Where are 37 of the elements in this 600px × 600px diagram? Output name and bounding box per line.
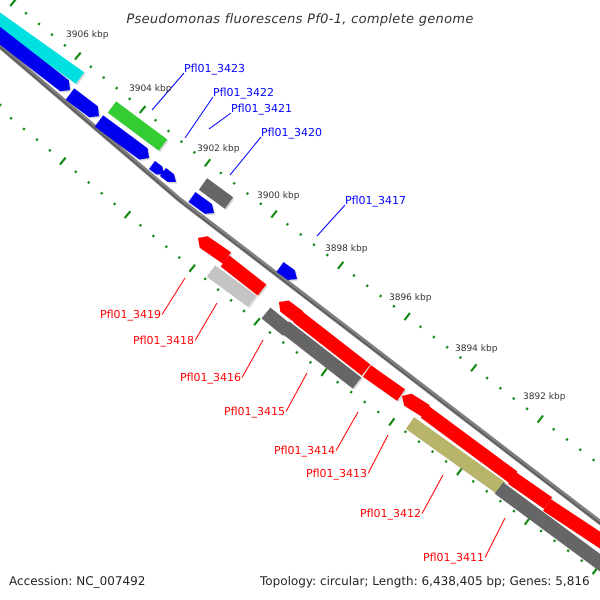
scale-label: 3902 kbp (197, 145, 240, 154)
gene-label: Pfl01_3421 (231, 103, 292, 114)
gene-label: Pfl01_3418 (133, 335, 194, 346)
leader-line (230, 136, 262, 176)
gene-label: Pfl01_3420 (261, 127, 322, 138)
leader-line (286, 372, 308, 412)
gene-label: Pfl01_3416 (180, 372, 242, 383)
map-info-text: Topology: circular; Length: 6,438,405 bp; Genes: 5,816 (260, 575, 590, 587)
gene-label: Pfl01_3415 (224, 406, 286, 417)
leader-line (162, 278, 186, 315)
leader-line (316, 204, 346, 236)
gene-label: Pfl01_3411 (423, 552, 484, 563)
scale-label: 3904 kbp (129, 85, 172, 94)
scale-label: 3892 kbp (523, 393, 566, 402)
scale-label: 3906 kbp (66, 31, 108, 40)
scale-label: 3894 kbp (455, 345, 498, 354)
scale-label: 3900 kbp (257, 192, 300, 201)
gene-label: Pfl01_3423 (184, 63, 246, 74)
leader-line (194, 302, 218, 341)
leader-line (184, 96, 214, 138)
leader-line (368, 434, 388, 474)
gene-label: Pfl01_3419 (100, 309, 162, 320)
gene-label: Pfl01_3414 (274, 445, 336, 456)
leader-line (208, 112, 232, 130)
scale-label: 3898 kbp (325, 245, 368, 254)
leader-line (484, 518, 506, 558)
leader-line (422, 474, 444, 514)
scale-label: 3896 kbp (389, 294, 432, 303)
leader-line (336, 412, 358, 451)
gene-label: Pfl01_3413 (306, 468, 368, 479)
gene-label: Pfl01_3412 (360, 508, 422, 519)
leader-line (242, 340, 264, 378)
gene-label: Pfl01_3417 (345, 195, 406, 206)
map-info-text: Accession: NC_007492 (9, 575, 146, 587)
leader-line (152, 72, 184, 110)
title: Pseudomonas fluorescens Pf0-1, complete genome (126, 11, 474, 29)
gene-label: Pfl01_3422 (213, 87, 274, 98)
